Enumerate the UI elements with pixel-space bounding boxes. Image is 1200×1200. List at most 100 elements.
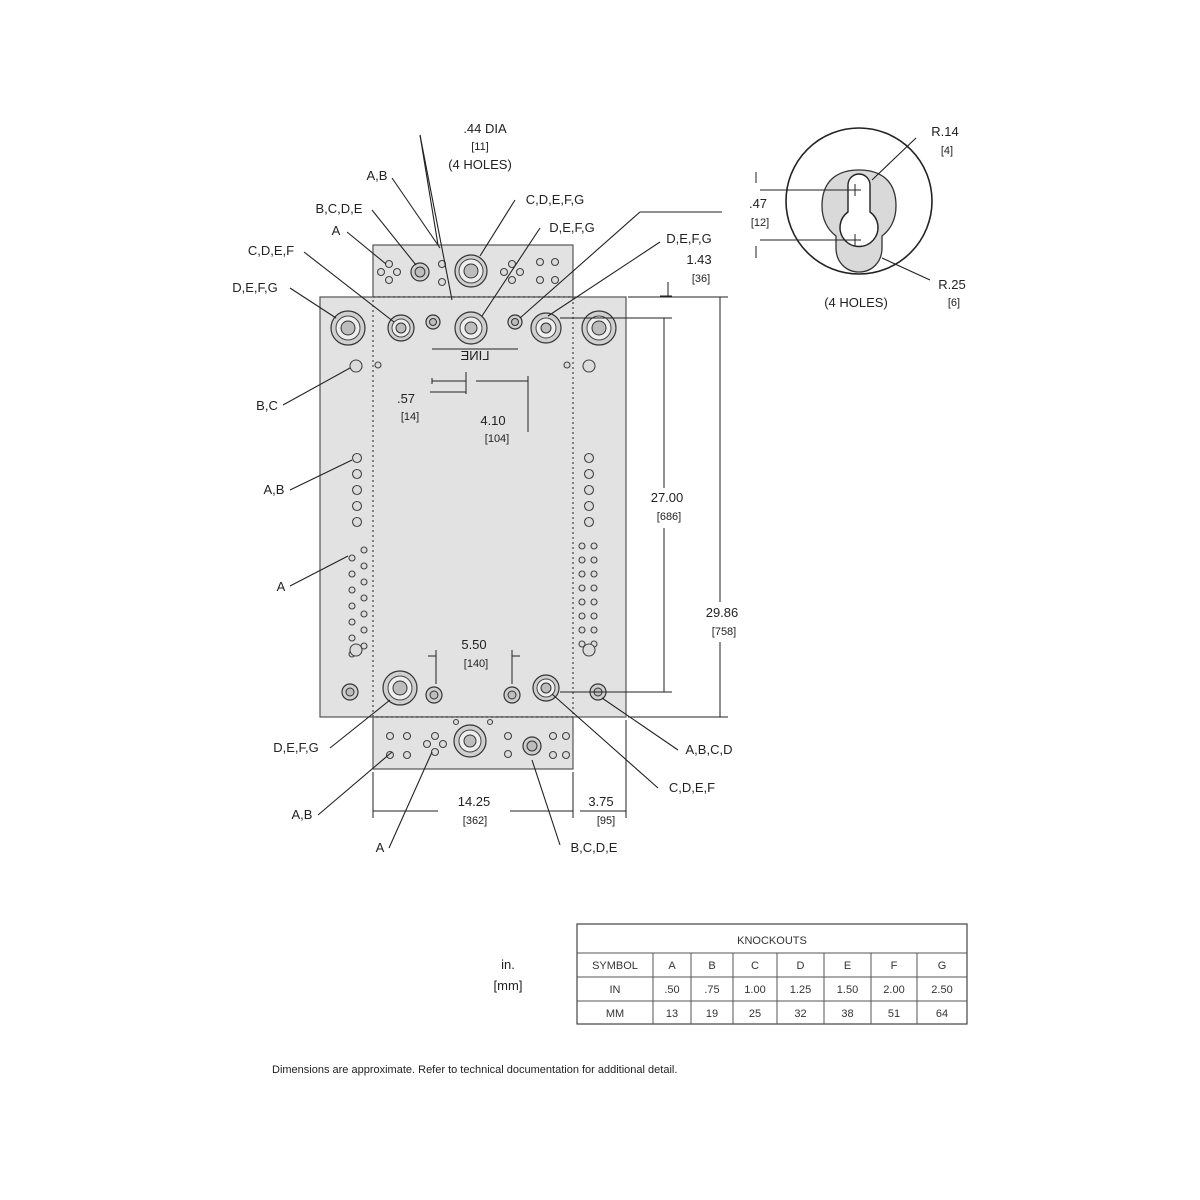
callout-cdef-top: C,D,E,F bbox=[248, 243, 294, 258]
dia-mm: [11] bbox=[471, 141, 489, 153]
callout-ab-side: A,B bbox=[264, 482, 285, 497]
callout-defg-mid: D,E,F,G bbox=[549, 220, 595, 235]
leader-line bbox=[371, 209, 417, 266]
knockout-small bbox=[410, 262, 430, 282]
callout-bcde-top: B,C,D,E bbox=[316, 201, 363, 216]
table-cell: .50 bbox=[664, 984, 679, 996]
callout-defg-bottom: D,E,F,G bbox=[273, 740, 319, 755]
callout-a-side: A bbox=[277, 579, 286, 594]
callout-bcde-bottom: B,C,D,E bbox=[571, 840, 618, 855]
footnote: Dimensions are approximate. Refer to tec… bbox=[272, 1064, 677, 1076]
dim-2700-in: 27.00 bbox=[651, 490, 684, 505]
knockout-concentric bbox=[454, 311, 488, 345]
callout-ab-top: A,B bbox=[367, 168, 388, 183]
knockout-small bbox=[522, 736, 542, 756]
table-cell: 1.50 bbox=[837, 984, 858, 996]
leader-line bbox=[519, 211, 722, 319]
dim-2986-mm: [758] bbox=[712, 626, 736, 638]
leader-line bbox=[282, 367, 351, 406]
leader-line bbox=[388, 751, 433, 849]
dim-057-mm: [14] bbox=[401, 411, 419, 423]
dim-375-in: 3.75 bbox=[588, 794, 613, 809]
table-cell: IN bbox=[610, 984, 621, 996]
knockout-small bbox=[374, 361, 382, 369]
table-cell: 2.00 bbox=[883, 984, 904, 996]
knockout-small bbox=[507, 314, 523, 330]
knockout-pattern bbox=[330, 254, 617, 760]
dim-410-mm: [104] bbox=[485, 433, 509, 445]
table-cell: 19 bbox=[706, 1008, 718, 1020]
dim-1425-mm: [362] bbox=[463, 815, 487, 827]
table-header-cell: B bbox=[708, 960, 715, 972]
table-cell: 2.50 bbox=[931, 984, 952, 996]
keyhole-r14-in: R.14 bbox=[931, 124, 958, 139]
dim-2986-in: 29.86 bbox=[706, 605, 739, 620]
leader-line bbox=[329, 699, 391, 749]
leader-line bbox=[303, 251, 395, 323]
table-header-cell: E bbox=[844, 960, 851, 972]
leader-line bbox=[551, 693, 659, 789]
callout-ab-bottom: A,B bbox=[292, 807, 313, 822]
leader-line bbox=[881, 257, 931, 281]
callouts: .44 DIA [11] (4 HOLES) A,B B,C,D,E A C,D… bbox=[232, 121, 732, 855]
leader-line bbox=[289, 459, 353, 491]
knockout-cluster bbox=[385, 718, 571, 760]
knockout-concentric bbox=[453, 724, 487, 758]
table-cell: 32 bbox=[794, 1008, 806, 1020]
leader-line bbox=[391, 177, 441, 249]
table-cell: 64 bbox=[936, 1008, 948, 1020]
keyhole-047-in: .47 bbox=[749, 196, 767, 211]
callout-a-bottom: A bbox=[376, 840, 385, 855]
leader-line bbox=[479, 199, 516, 257]
mounting-hole bbox=[349, 643, 363, 657]
leader-line bbox=[289, 555, 349, 587]
keyhole-detail: .47 [12] R.14 [4] R.25 [6] (4 HOLES) bbox=[749, 124, 966, 310]
dim-143-mm: [36] bbox=[692, 273, 710, 285]
leader-line bbox=[419, 134, 453, 301]
table-header-cell: F bbox=[891, 960, 898, 972]
table-cell: MM bbox=[606, 1008, 624, 1020]
knockout-small bbox=[425, 686, 443, 704]
leader-line bbox=[289, 287, 337, 319]
dia-value: .44 DIA bbox=[463, 121, 507, 136]
table-cell: .75 bbox=[704, 984, 719, 996]
dim-057-in: .57 bbox=[397, 391, 415, 406]
table-cell: 51 bbox=[888, 1008, 900, 1020]
table-title: KNOCKOUTS bbox=[737, 935, 807, 947]
knockout-concentric bbox=[530, 312, 562, 344]
table-header-cell: C bbox=[751, 960, 759, 972]
mounting-hole bbox=[349, 359, 363, 373]
leader-line bbox=[481, 227, 541, 317]
knockout-concentric bbox=[330, 310, 366, 346]
table-header-cell: D bbox=[797, 960, 805, 972]
callout-defg-right: D,E,F,G bbox=[666, 231, 712, 246]
units-mm: [mm] bbox=[494, 978, 523, 993]
knockout-concentric bbox=[382, 670, 418, 706]
leader-line bbox=[317, 751, 393, 816]
line-label: LINE bbox=[460, 348, 489, 363]
knockout-small bbox=[425, 314, 441, 330]
callout-bc: B,C bbox=[256, 398, 278, 413]
table-header-cell: SYMBOL bbox=[592, 960, 638, 972]
table-cell: 38 bbox=[841, 1008, 853, 1020]
back-plate bbox=[319, 296, 627, 718]
keyhole-slot bbox=[839, 173, 879, 248]
knockout-concentric bbox=[581, 310, 617, 346]
callout-cdefg-top: C,D,E,F,G bbox=[526, 192, 585, 207]
dim-410-in: 4.10 bbox=[480, 413, 505, 428]
leader-line bbox=[871, 137, 917, 181]
knockout-cluster bbox=[376, 257, 560, 287]
table-cell: 25 bbox=[749, 1008, 761, 1020]
keyhole-r25-mm: [6] bbox=[948, 297, 960, 309]
mounting-hole bbox=[582, 359, 596, 373]
inner-box-outline bbox=[372, 296, 574, 718]
dimension-lines: 1.43 [36] 27.00 [686] 29.86 [758] .57 [1… bbox=[372, 252, 739, 827]
dim-375-mm: [95] bbox=[597, 815, 615, 827]
dim-550-in: 5.50 bbox=[461, 637, 486, 652]
table-header-cell: A bbox=[668, 960, 676, 972]
table-cell: 1.00 bbox=[744, 984, 765, 996]
dim-550-mm: [140] bbox=[464, 658, 488, 670]
table-header-cell: G bbox=[938, 960, 947, 972]
callout-cdef-bottom: C,D,E,F bbox=[669, 780, 715, 795]
